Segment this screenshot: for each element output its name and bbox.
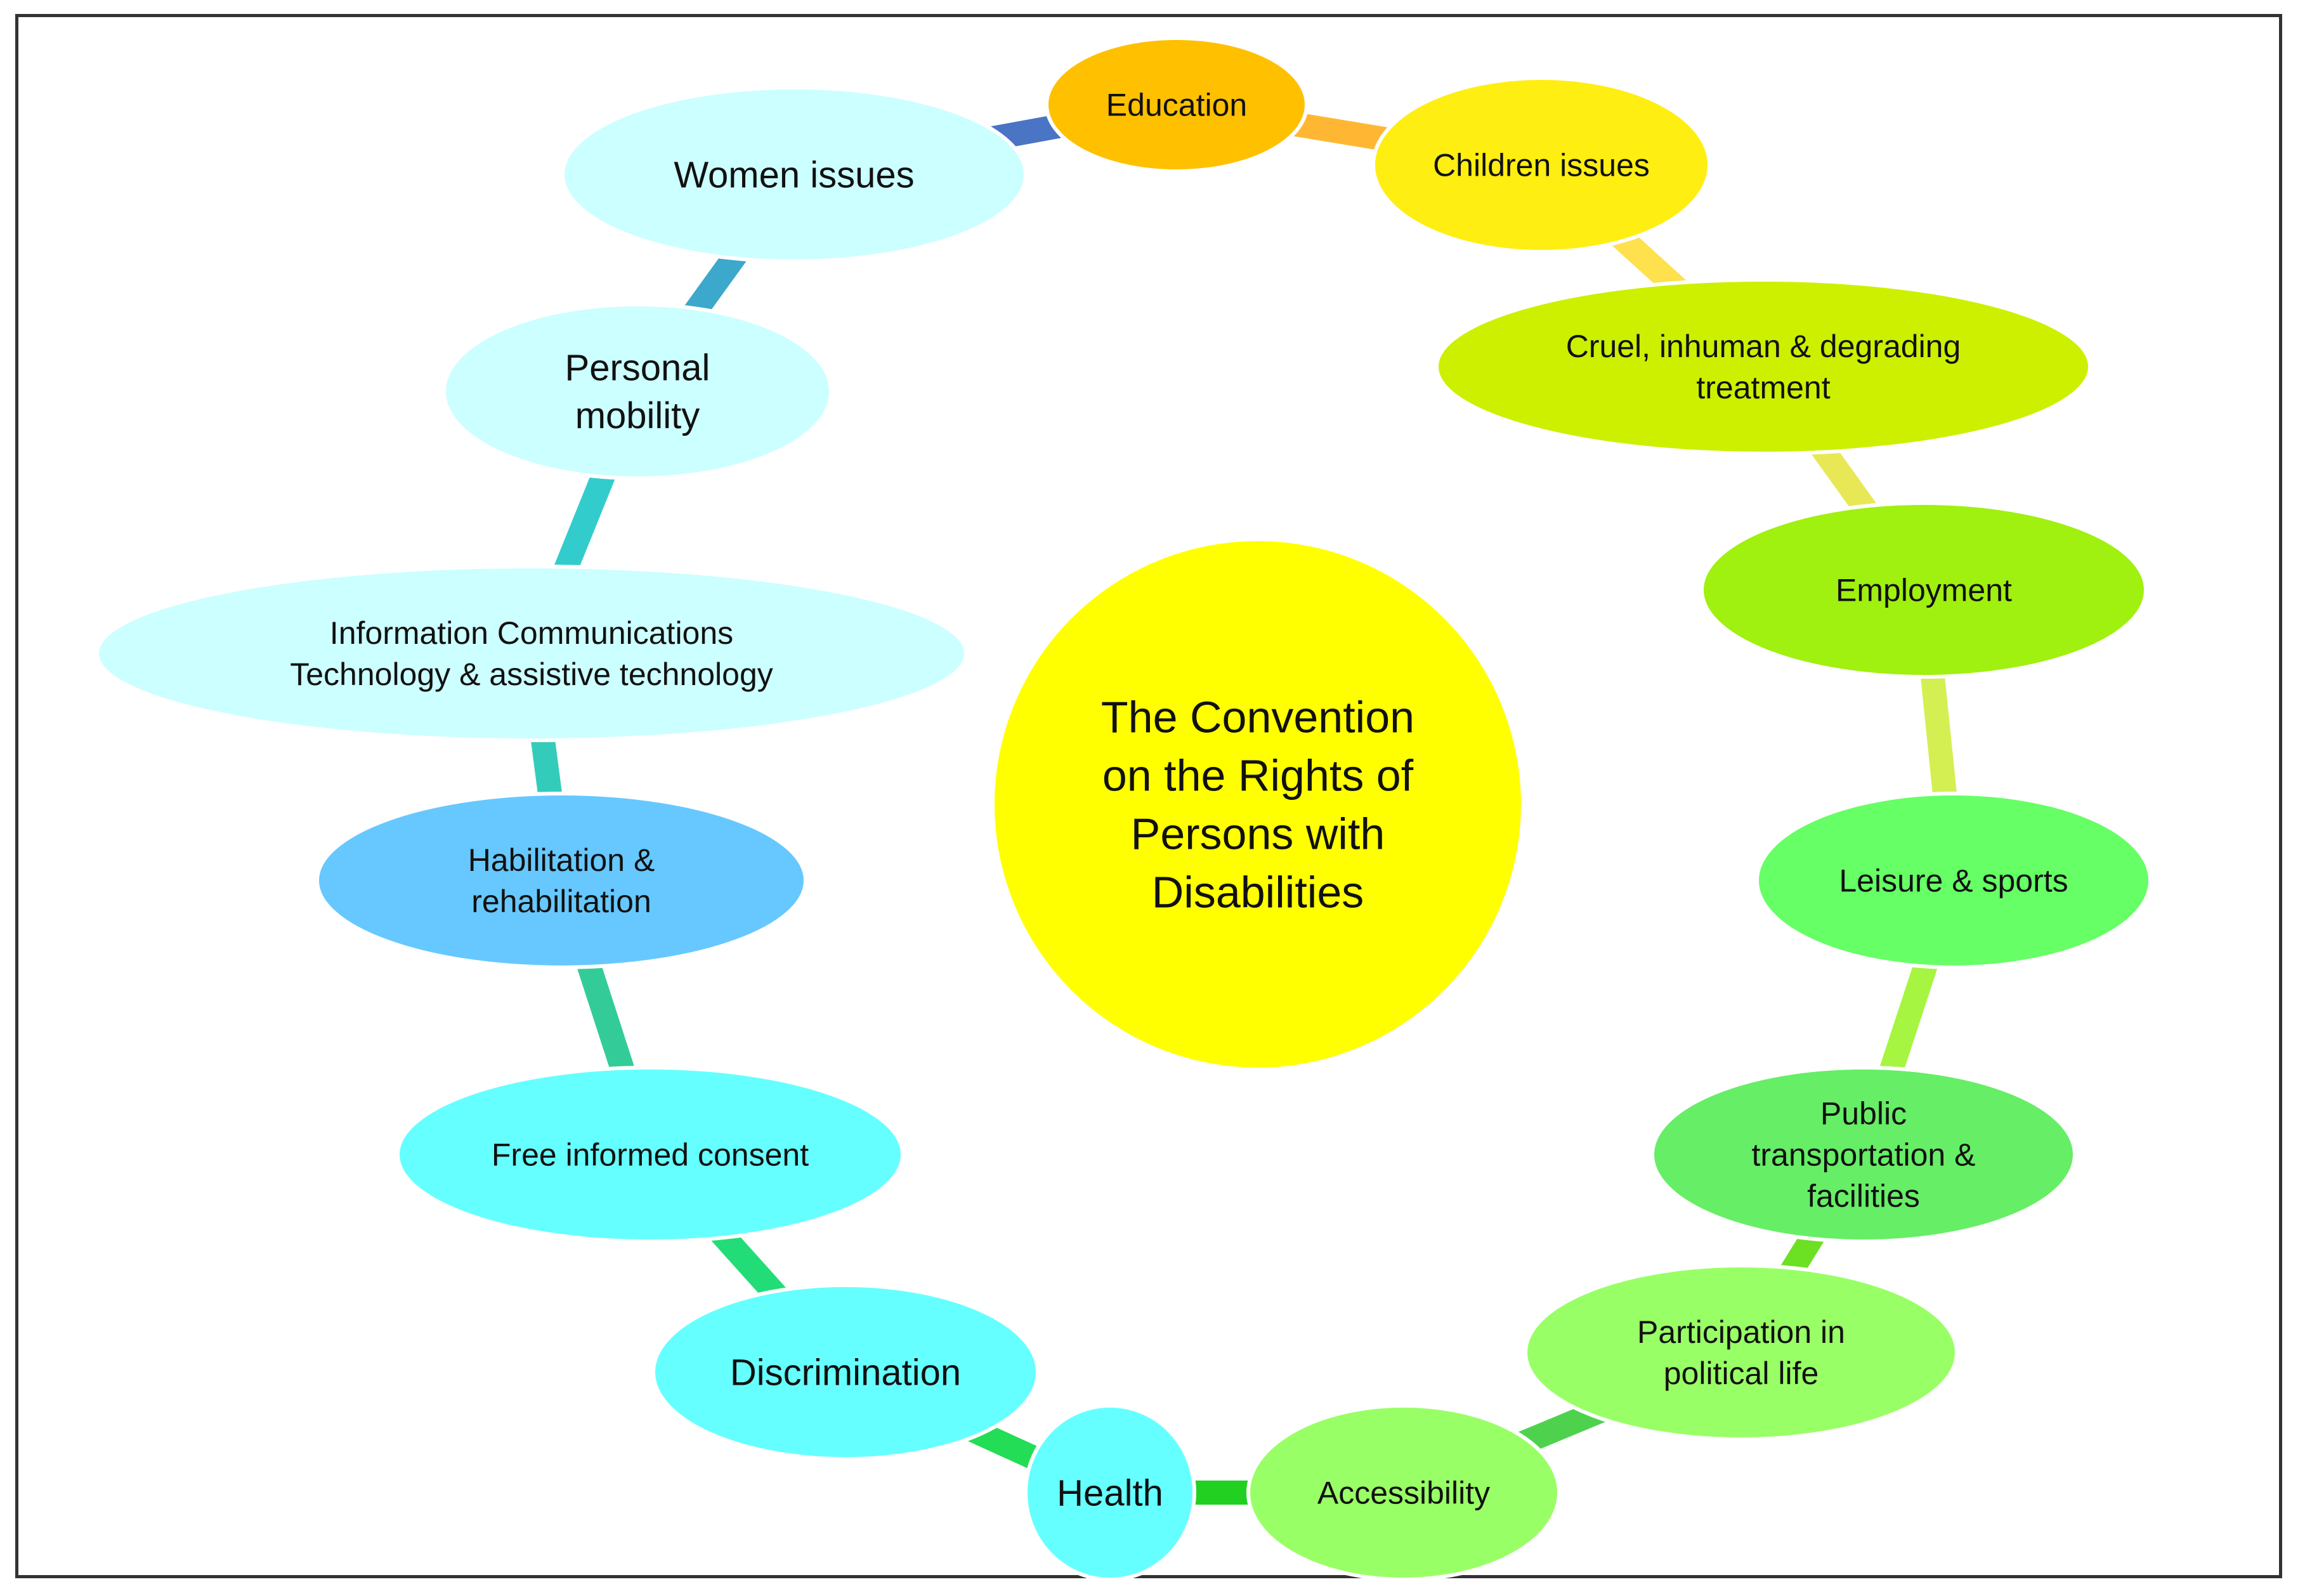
- node-shape: [1045, 36, 1309, 173]
- node-public-transportation: Public transportation & facilities: [1650, 1066, 2077, 1243]
- node-label-line: Leisure & sports: [1839, 863, 2068, 899]
- node-label-line: Public: [1820, 1096, 1907, 1132]
- node-shape: [1435, 278, 2092, 455]
- center-title-line: Persons with: [1131, 809, 1385, 859]
- node-label-line: Information Communications: [330, 615, 733, 651]
- node-shape: [1650, 1066, 2077, 1243]
- node-label-line: Participation in: [1637, 1314, 1845, 1350]
- node-shape: [442, 303, 833, 480]
- node-label-line: Cruel, inhuman & degrading: [1566, 329, 1961, 364]
- center-title-line: The Convention: [1101, 693, 1414, 742]
- node-label-line: Personal: [565, 348, 710, 389]
- node-shape: [315, 792, 807, 969]
- node-shape: [396, 1066, 904, 1243]
- center-circle: [995, 541, 1521, 1068]
- node-label-line: Discrimination: [730, 1352, 961, 1393]
- node-label-line: treatment: [1696, 370, 1830, 405]
- node-label-line: political life: [1664, 1356, 1819, 1391]
- node-political-life: Participation in political life: [1524, 1264, 1959, 1441]
- node-label-line: facilities: [1807, 1179, 1920, 1214]
- center-title-line: on the Rights of: [1102, 751, 1414, 801]
- node-label-line: Health: [1057, 1472, 1163, 1514]
- node-health: Health: [1024, 1404, 1196, 1581]
- node-label-line: Education: [1106, 88, 1247, 123]
- node-shape: [651, 1283, 1040, 1461]
- node-label-line: mobility: [575, 395, 700, 436]
- node-label-line: Employment: [1836, 573, 2012, 608]
- node-label-line: Women issues: [674, 154, 914, 195]
- node-shape: [1024, 1404, 1196, 1581]
- node-label-line: Technology & assistive technology: [290, 657, 773, 692]
- node-shape: [561, 86, 1028, 263]
- node-women-issues: Women issues: [561, 86, 1028, 263]
- center-title-line: Disabilities: [1152, 868, 1364, 917]
- node-label-line: Habilitation &: [468, 842, 655, 878]
- diagram-frame: [15, 14, 2282, 1578]
- center-node: The Convention on the Rights of Persons wi…: [995, 541, 1521, 1068]
- node-personal-mobility: Personal mobility: [442, 303, 833, 480]
- node-children-issues: Children issues: [1371, 76, 1711, 254]
- node-employment: Employment: [1700, 501, 2148, 679]
- node-shape: [1755, 792, 2152, 969]
- node-label-line: rehabilitation: [471, 884, 651, 919]
- node-label-line: transportation &: [1752, 1137, 1976, 1173]
- node-shape: [1371, 76, 1711, 254]
- node-free-informed-consent: Free informed consent: [396, 1066, 904, 1243]
- node-education: Education: [1045, 36, 1309, 173]
- node-label-line: Children issues: [1433, 148, 1650, 183]
- node-shape: [1246, 1404, 1561, 1581]
- node-shape: [1524, 1264, 1959, 1441]
- node-discrimination: Discrimination: [651, 1283, 1040, 1461]
- node-label-line: Accessibility: [1317, 1475, 1490, 1511]
- node-shape: [1700, 501, 2148, 679]
- node-accessibility: Accessibility: [1246, 1404, 1561, 1581]
- node-shape: [95, 565, 968, 742]
- node-label-line: Free informed consent: [492, 1137, 809, 1173]
- node-cruel-treatment: Cruel, inhuman & degrading treatment: [1435, 278, 2092, 455]
- node-leisure-sports: Leisure & sports: [1755, 792, 2152, 969]
- node-habilitation: Habilitation & rehabilitation: [315, 792, 807, 969]
